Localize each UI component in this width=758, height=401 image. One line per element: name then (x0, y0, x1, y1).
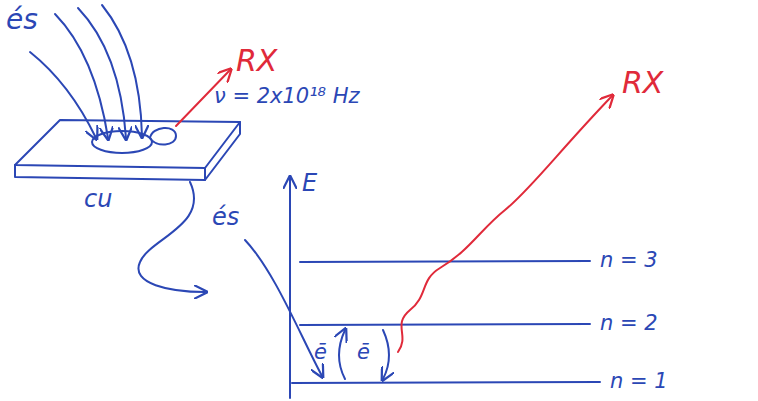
impact-spot (150, 128, 176, 145)
level-label: n = 2 (600, 311, 658, 335)
level-label: n = 1 (610, 369, 668, 393)
electron-symbol: ē (314, 340, 327, 364)
electron-label: és (212, 204, 239, 232)
frequency-label: ν = 2x10¹⁸ Hz (214, 84, 360, 108)
energy-level (292, 382, 600, 383)
transition-arrow (339, 330, 345, 379)
copper-plate (15, 120, 240, 168)
material-label: cu (84, 186, 112, 214)
energy-axis (289, 178, 291, 398)
xray-label: RX (236, 44, 277, 79)
electron-symbol: ē (357, 340, 370, 364)
electron-label: és (6, 4, 38, 36)
xray-photon (398, 96, 612, 352)
electron-beam (102, 5, 142, 136)
transition-arrow (383, 330, 389, 379)
impact-spot (92, 131, 152, 153)
electron-beam (30, 52, 96, 138)
copper-plate (15, 165, 205, 180)
energy-level (300, 324, 590, 325)
electron-path (138, 182, 205, 292)
level-label: n = 3 (600, 248, 658, 272)
xray-label: RX (622, 66, 663, 101)
energy-level (300, 261, 590, 262)
copper-plate (205, 122, 240, 180)
electron-path (245, 240, 322, 376)
energy-axis-label: E (302, 170, 317, 198)
